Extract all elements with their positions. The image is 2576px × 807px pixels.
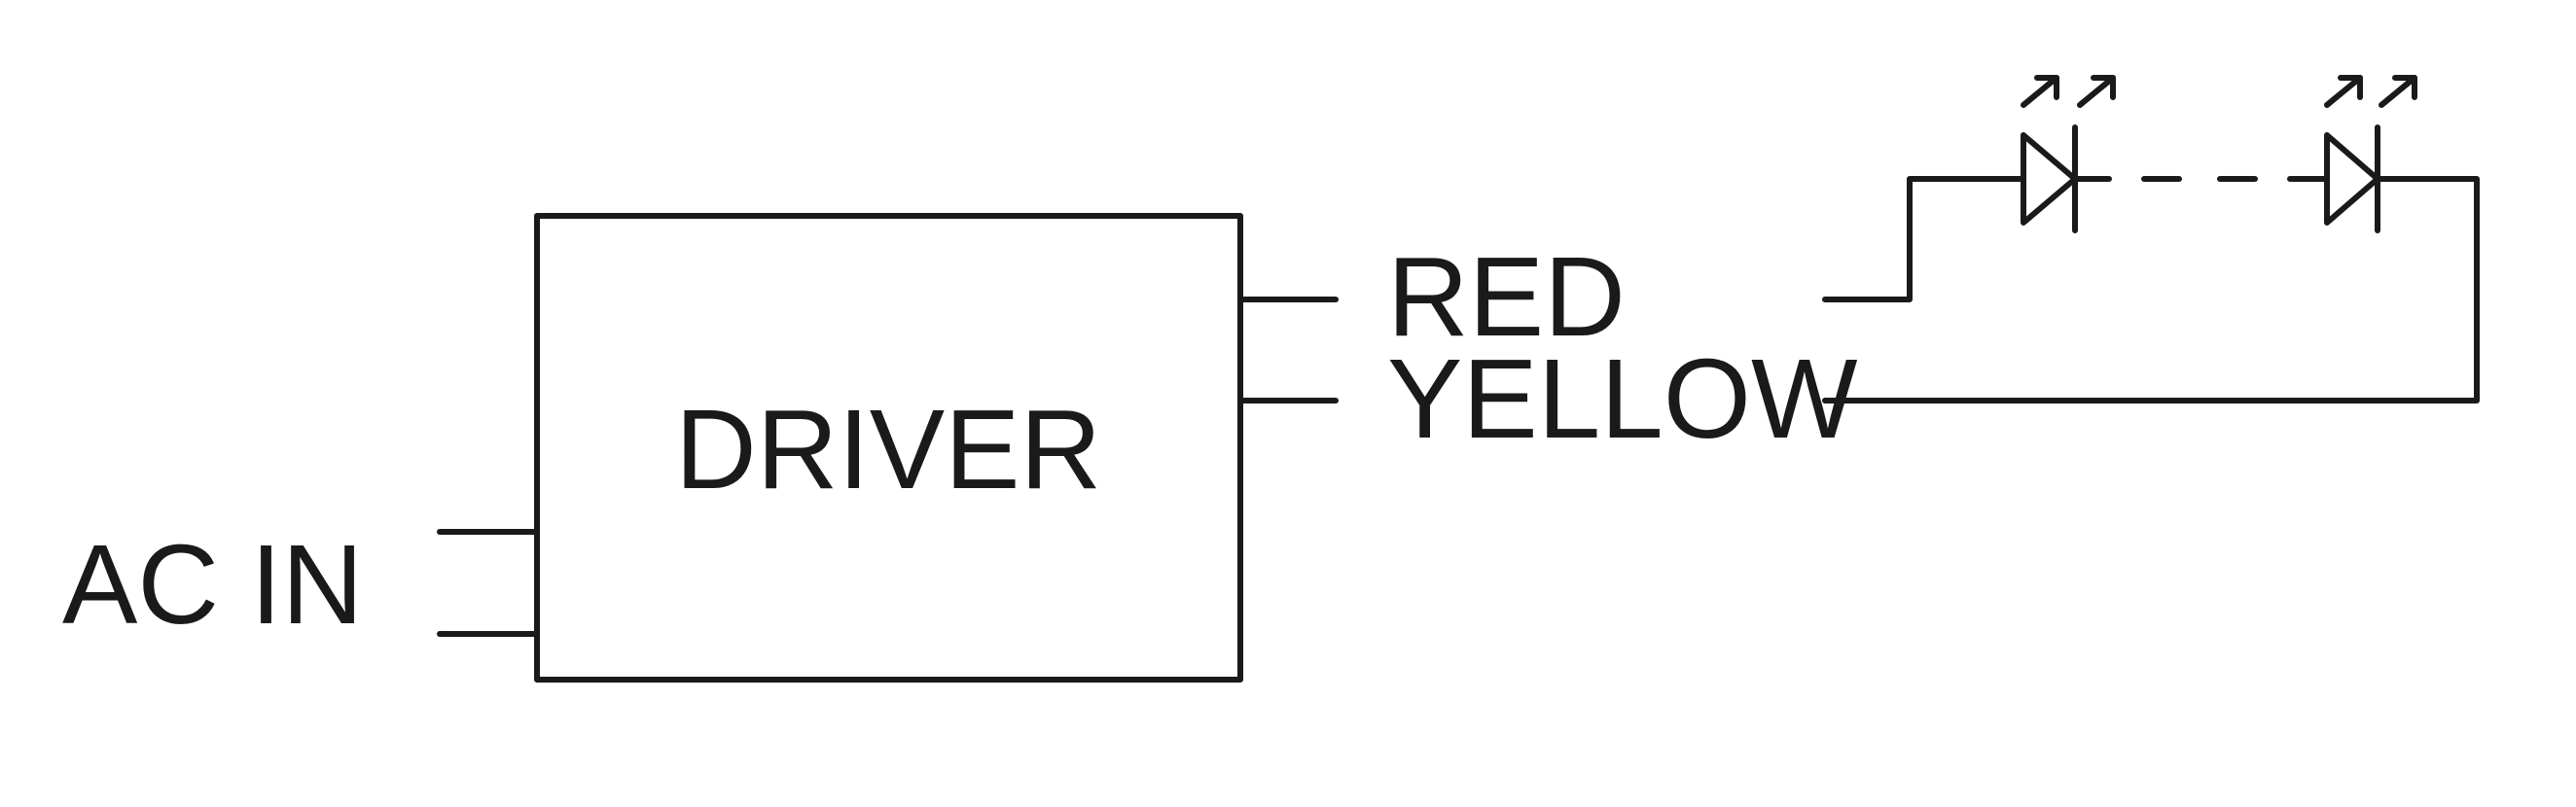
driver-label: DRIVER: [675, 386, 1101, 512]
ac-in-label: AC IN: [62, 521, 363, 648]
red-label: RED: [1387, 233, 1626, 360]
ac-in-leads: [437, 529, 540, 637]
led-diode-icon: [2021, 75, 2116, 233]
led-diode-icon: [2289, 75, 2417, 233]
yellow-label: YELLOW: [1387, 335, 1858, 462]
yellow-return-wire: [1822, 176, 2480, 404]
light-emission-arrows-icon: [2324, 75, 2417, 108]
driver-box: [534, 213, 1243, 683]
light-emission-arrows-icon: [2021, 75, 2116, 108]
red-wire: [1822, 176, 2026, 302]
